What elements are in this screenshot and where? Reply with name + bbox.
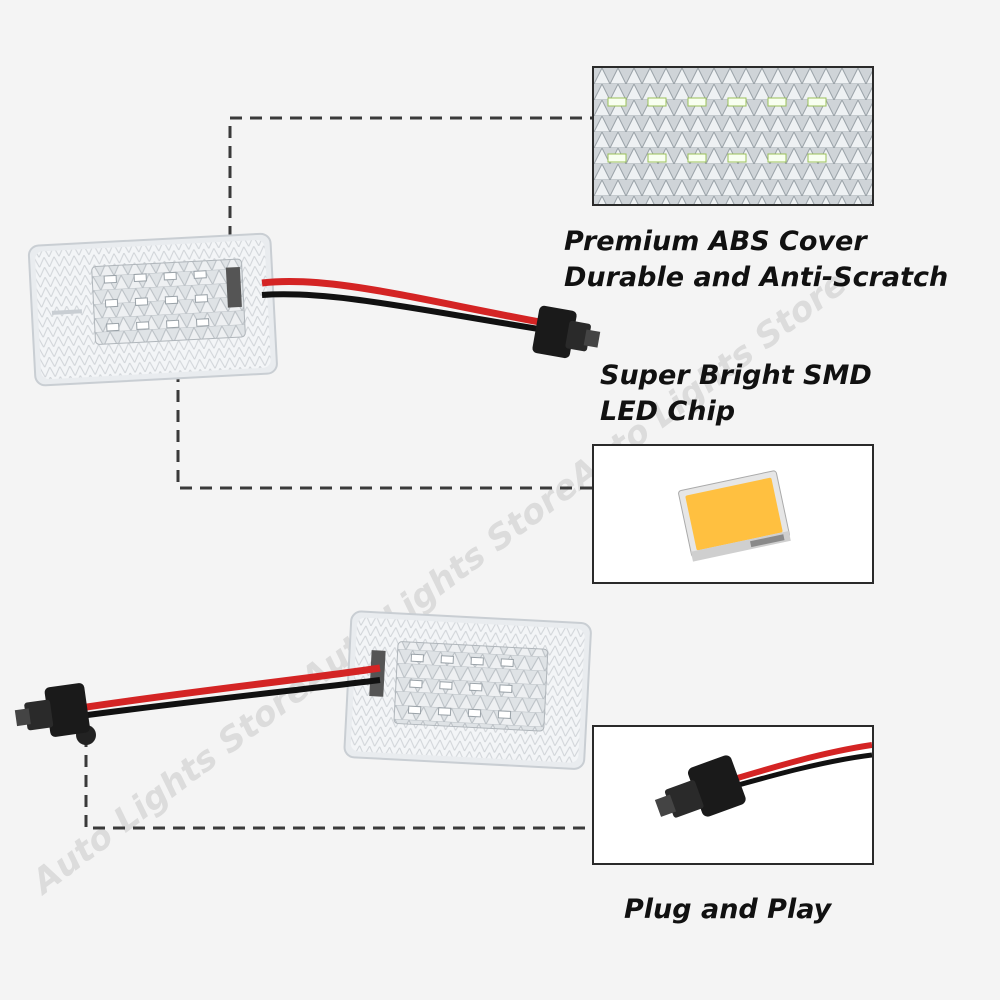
- lamp-bottom: [343, 610, 592, 770]
- wire-red-bottom: [79, 664, 381, 712]
- smd-chip-icon: [678, 470, 791, 562]
- cover-texture-image: [594, 68, 872, 204]
- callout-chip: Super Bright SMD LED Chip: [600, 358, 872, 430]
- wire-black-top: [261, 291, 546, 333]
- callout-chip-line2: LED Chip: [600, 396, 736, 427]
- callout-chip-line1: Super Bright SMD: [600, 360, 872, 391]
- callout-cover-line2: Durable and Anti-Scratch: [564, 262, 949, 293]
- inset-cover-closeup: [592, 66, 874, 206]
- inset-connector-closeup: [592, 725, 874, 865]
- inset-smd-chip: [592, 444, 874, 584]
- callout-cover: Premium ABS Cover Durable and Anti-Scrat…: [564, 224, 948, 296]
- callout-plug: Plug and Play: [624, 892, 831, 928]
- leader-cover: [228, 116, 594, 258]
- connector-bottom: [14, 683, 90, 737]
- wire-black-bottom: [79, 677, 381, 719]
- leader-lines: [84, 116, 594, 830]
- callout-cover-line1: Premium ABS Cover: [564, 226, 867, 257]
- lamp-top: [27, 232, 278, 387]
- t10-connector-icon: [654, 742, 872, 818]
- leader-plug: [84, 735, 594, 830]
- wire-red-top: [261, 277, 546, 327]
- callout-plug-line1: Plug and Play: [624, 894, 832, 925]
- connector-top: [532, 305, 601, 359]
